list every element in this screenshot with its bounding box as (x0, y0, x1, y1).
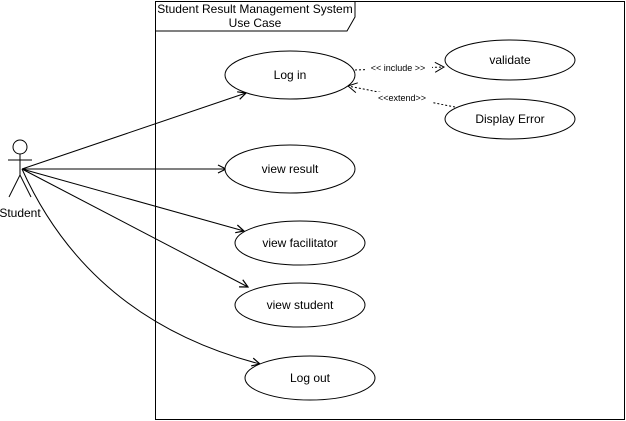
use-case-login[interactable]: Log in (224, 50, 356, 100)
use-case-display-error-label: Display Error (475, 112, 544, 126)
include-label: << include >> (371, 63, 426, 73)
use-case-view-result[interactable]: view result (224, 144, 356, 194)
extend-label: <<extend>> (378, 93, 426, 103)
extend-label-bg (372, 92, 432, 103)
association-view-facilitator (21, 168, 244, 231)
use-case-view-student-label: view student (267, 298, 334, 312)
system-title-line2: Use Case (229, 16, 282, 30)
include-label-bg (365, 61, 432, 73)
association-login (21, 93, 246, 170)
use-case-view-student[interactable]: view student (234, 282, 366, 328)
actor-student[interactable]: Student (0, 139, 41, 220)
actor-left-leg (8, 174, 21, 198)
system-title-line1: Student Result Management System (157, 2, 352, 16)
use-case-validate-label: validate (489, 53, 531, 67)
association-view-student (21, 168, 248, 287)
use-case-display-error[interactable]: Display Error (444, 98, 576, 140)
use-case-login-label: Log in (274, 68, 307, 82)
associations (21, 93, 260, 364)
actor-head (12, 139, 28, 155)
actor-label: Student (0, 206, 41, 220)
actor-right-leg (19, 174, 32, 198)
use-case-view-facilitator-label: view facilitator (262, 236, 337, 250)
use-case-view-facilitator[interactable]: view facilitator (234, 220, 366, 266)
use-case-logout[interactable]: Log out (244, 355, 376, 401)
system-title-tab (155, 1, 356, 32)
use-case-logout-label: Log out (290, 371, 331, 385)
use-case-validate[interactable]: validate (444, 39, 576, 81)
relations: << include >> <<extend>> (346, 61, 456, 108)
use-case-view-result-label: view result (262, 162, 319, 176)
association-logout (21, 168, 260, 364)
